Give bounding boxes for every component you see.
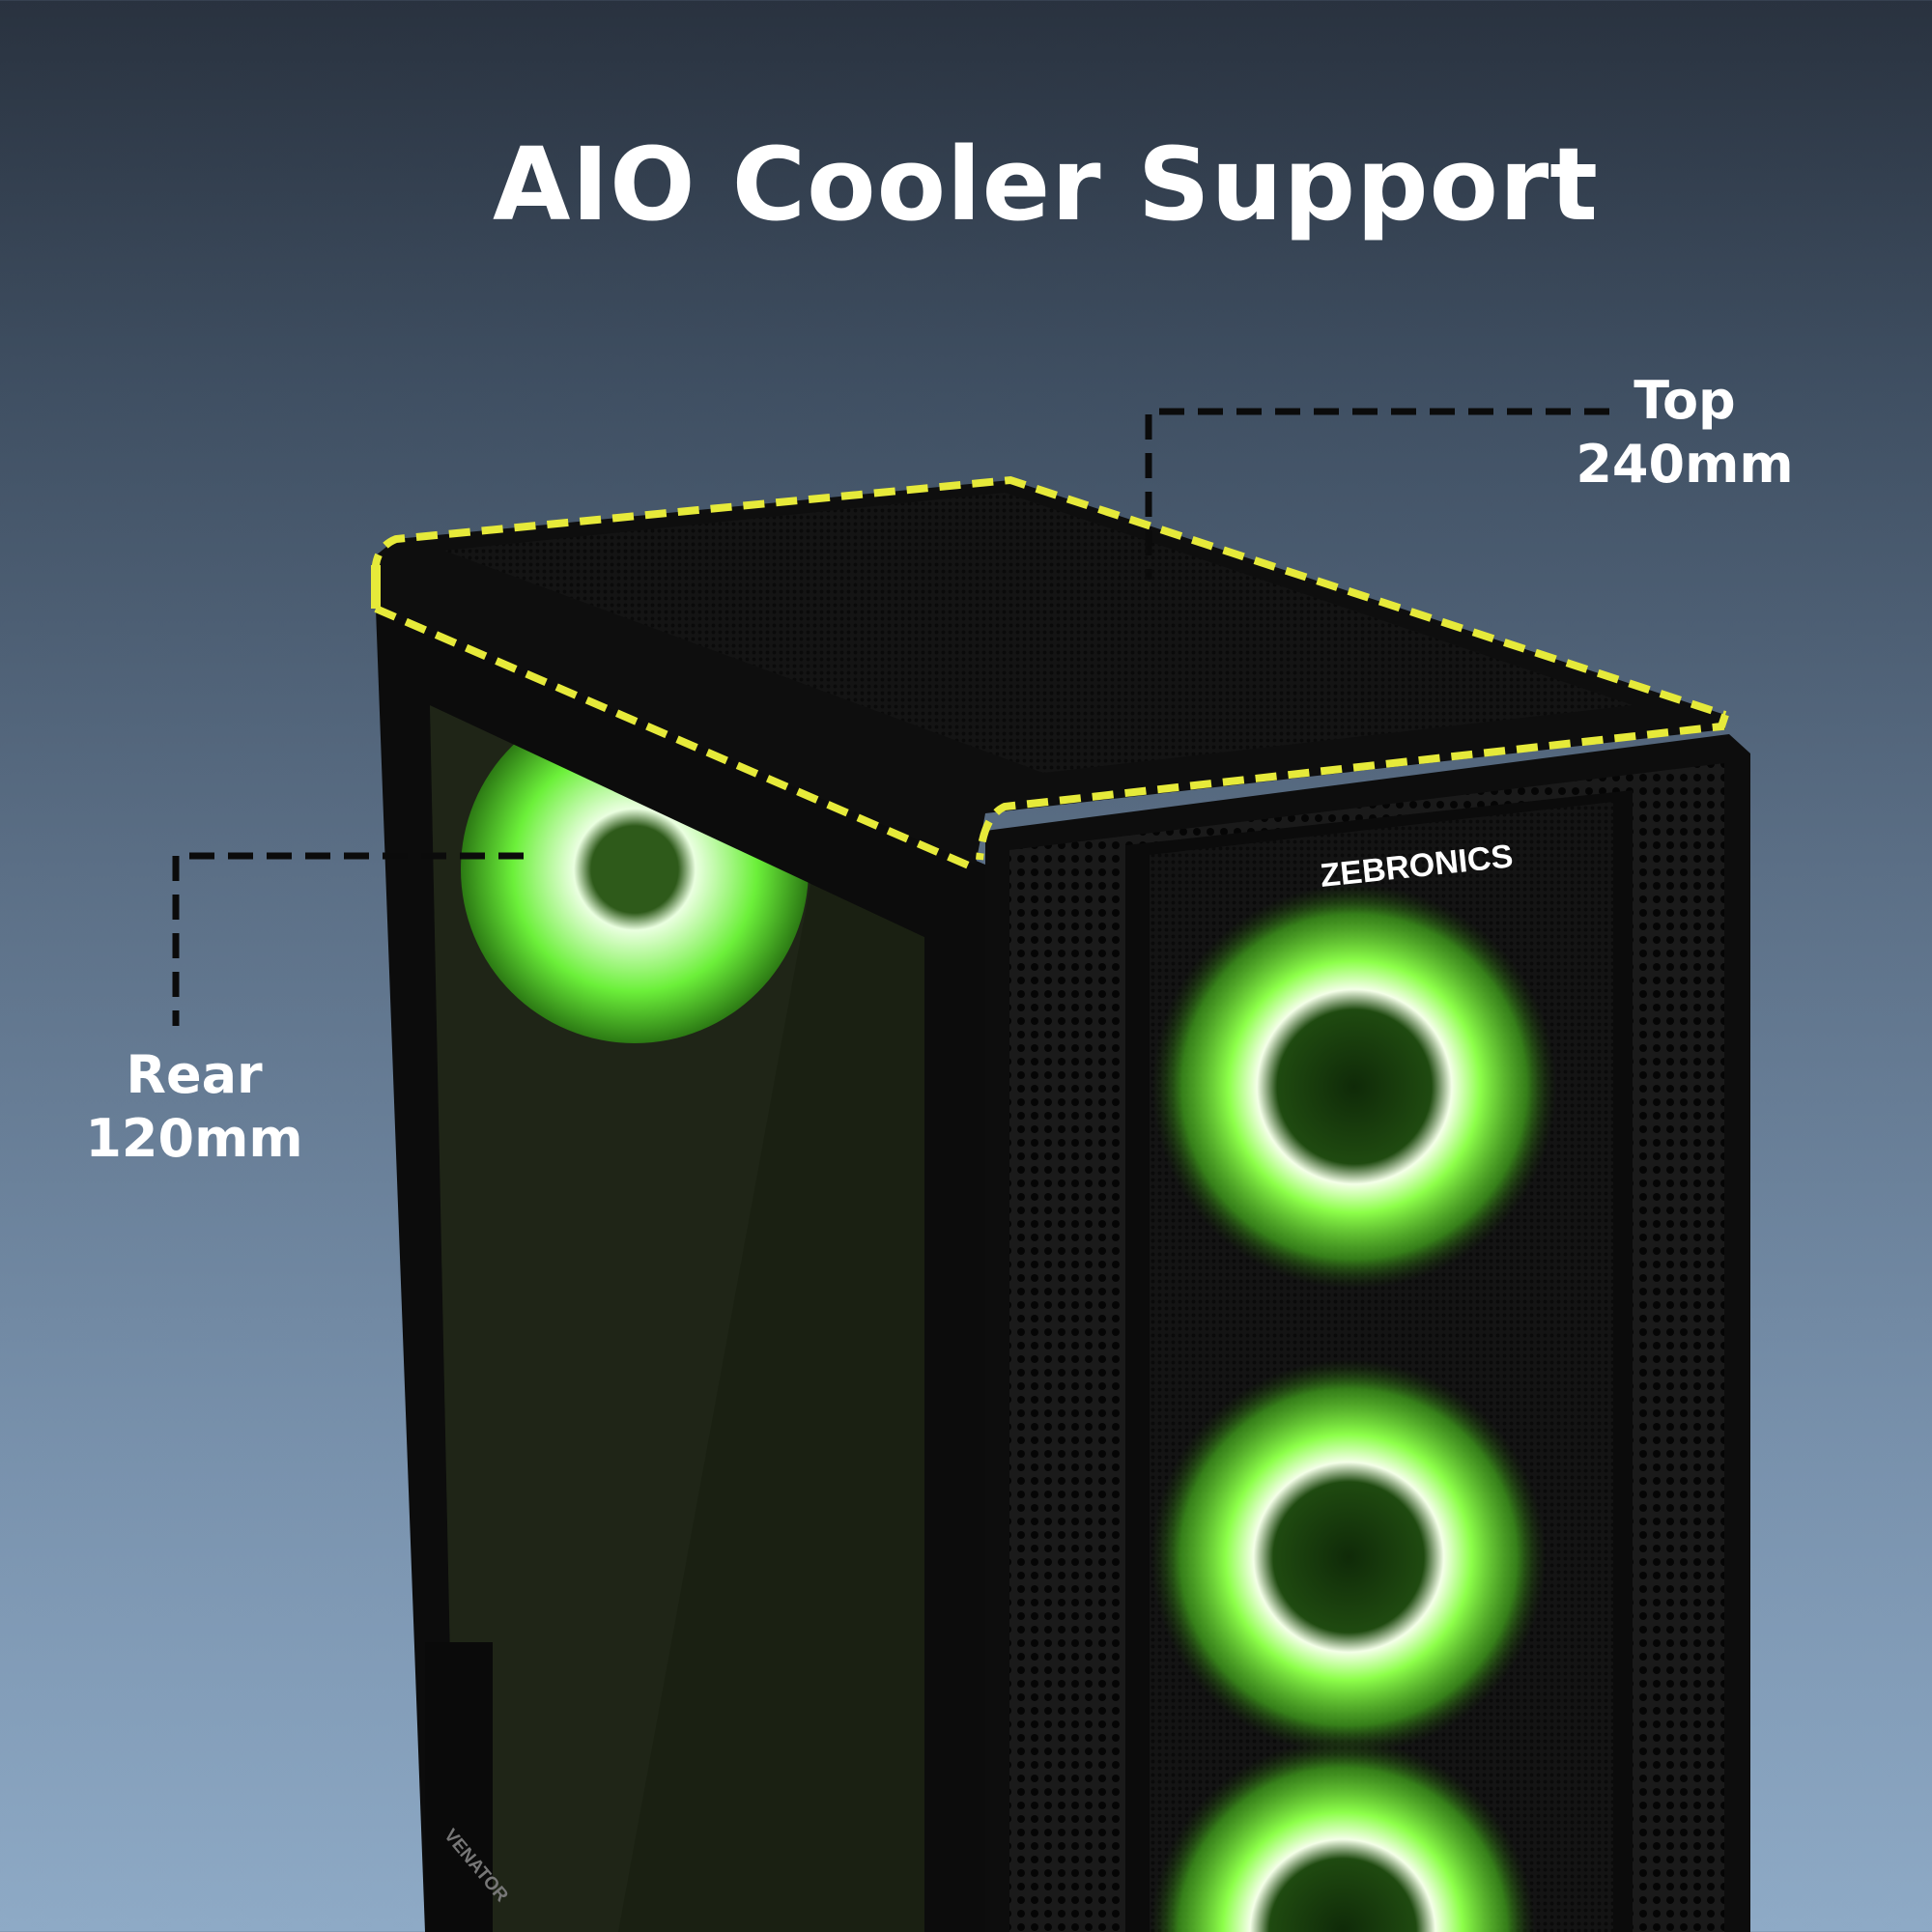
rear-callout-name: Rear [126, 1044, 263, 1105]
page-title: AIO Cooler Support [493, 126, 1599, 243]
top-mount-outline [372, 475, 1729, 873]
rear-callout-line [172, 852, 524, 1026]
top-callout-name: Top [1634, 370, 1736, 431]
side-panel-base [425, 1642, 493, 1932]
top-callout-label: Top 240mm [1540, 369, 1830, 497]
top-callout-size: 240mm [1576, 434, 1794, 495]
rear-callout-size: 120mm [85, 1108, 303, 1169]
top-mesh [444, 493, 1633, 773]
front-fan-2 [1151, 1359, 1547, 1755]
front-fan-3 [1150, 1739, 1536, 1932]
front-fan-1 [1151, 884, 1557, 1290]
rear-callout-label: Rear 120mm [49, 1043, 339, 1171]
